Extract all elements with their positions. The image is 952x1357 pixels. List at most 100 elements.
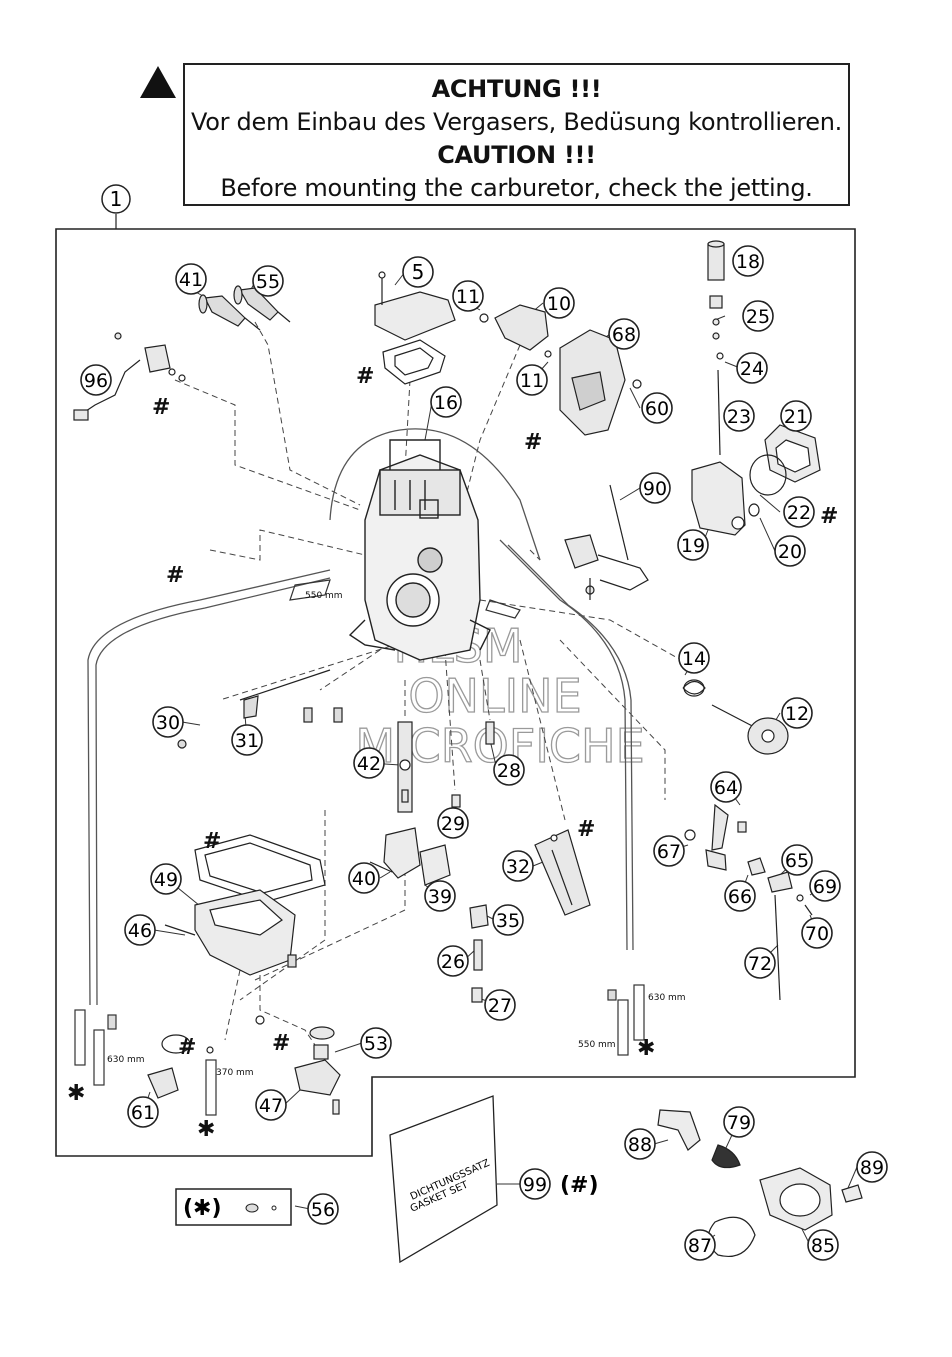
part-callout-number: 90 — [643, 478, 667, 500]
part-callout-25: 25 — [742, 300, 774, 332]
caution-heading-de: ACHTUNG !!! — [431, 75, 602, 103]
part-callout-41: 41 — [175, 263, 207, 295]
gasket-set-99: DICHTUNGSSATZ GASKET SET (#) — [389, 1095, 599, 1264]
part-callout-11: 11 — [516, 364, 548, 396]
part-callout-number: 28 — [497, 760, 521, 782]
part-callout-number: 69 — [813, 876, 837, 898]
part-callout-number: 64 — [714, 777, 738, 799]
dim-550-right: 550 mm — [578, 1040, 616, 1050]
assembly-callout: 1 — [101, 184, 131, 214]
marker-box-label: (✱) — [183, 1196, 222, 1221]
part-callout-19: 19 — [677, 529, 709, 561]
part-callout-35: 35 — [492, 904, 524, 936]
hash-mark: # — [524, 430, 542, 455]
part-callout-number: 42 — [357, 753, 381, 775]
assembly-frame — [55, 228, 856, 1157]
hot-start-90 — [564, 484, 649, 600]
main-jet-35 — [469, 904, 489, 1003]
intake-parts — [657, 1109, 863, 1257]
part-callout-number: 87 — [688, 1235, 712, 1257]
part-callout-number: 5 — [412, 260, 425, 284]
part-callout-number: 21 — [784, 406, 808, 428]
part-callout-number: 11 — [456, 286, 480, 308]
part-callout-79: 79 — [723, 1106, 755, 1138]
part-callout-number: 27 — [488, 995, 512, 1017]
part-callout-46: 46 — [124, 914, 156, 946]
dimension-labels: 550 mm 630 mm 550 mm 630 mm 370 mm — [107, 591, 686, 1078]
part-callout-number: 89 — [860, 1157, 884, 1179]
bracket-10-cover-68 — [479, 304, 642, 436]
part-callout-21: 21 — [780, 400, 812, 432]
star-mark: ✱ — [197, 1117, 215, 1142]
dashed-leaders — [174, 321, 691, 1061]
part-callout-number: 32 — [506, 856, 530, 878]
part-callout-85: 85 — [807, 1229, 839, 1261]
caution-text-en: Before mounting the carburetor, check th… — [220, 174, 813, 202]
hash-mark: # — [272, 1031, 290, 1056]
part-callout-number: 70 — [805, 923, 829, 945]
float-bowl-49 — [164, 834, 326, 976]
part-callout-27: 27 — [484, 989, 516, 1021]
part-callout-22: 22 — [783, 496, 815, 528]
dim-370: 370 mm — [216, 1068, 254, 1078]
part-callout-70: 70 — [801, 917, 833, 949]
part-callout-number: 61 — [131, 1102, 155, 1124]
part-callout-14: 14 — [678, 642, 710, 674]
part-callout-16: 16 — [430, 386, 462, 418]
reference-marks: # # # # # # # # # ✱ ✱ ✱ — [67, 364, 838, 1142]
hash-mark: # — [203, 829, 221, 854]
part-callout-12: 12 — [781, 697, 813, 729]
part-callout-53: 53 — [360, 1027, 392, 1059]
dim-550-left: 550 mm — [305, 591, 343, 601]
part-callout-90: 90 — [639, 472, 671, 504]
part-callout-42: 42 — [353, 747, 385, 779]
part-callout-61: 61 — [127, 1096, 159, 1128]
svg-text:1: 1 — [110, 187, 123, 211]
part-callout-26: 26 — [437, 945, 469, 977]
hash-mark: # — [577, 817, 595, 842]
bowl-plug-47-61 — [147, 1015, 341, 1115]
part-callout-number: 40 — [352, 868, 376, 890]
pump-housing-19 — [691, 424, 821, 536]
carburetor-body — [348, 439, 491, 661]
part-callout-39: 39 — [424, 880, 456, 912]
hash-mark: # — [356, 364, 374, 389]
part-callout-64: 64 — [710, 771, 742, 803]
dim-630-right: 630 mm — [648, 993, 686, 1003]
part-callout-47: 47 — [255, 1089, 287, 1121]
choke-parts — [684, 803, 813, 1001]
hoses — [87, 428, 634, 1006]
caution-text-de: Vor dem Einbau des Vergasers, Bedüsung k… — [191, 108, 842, 136]
part-callout-67: 67 — [653, 835, 685, 867]
hash-mark: # — [166, 563, 184, 588]
part-callout-11: 11 — [452, 280, 484, 312]
part-callout-99: 99 — [519, 1168, 551, 1200]
hash-mark: # — [178, 1035, 196, 1060]
dim-630-left: 630 mm — [107, 1055, 145, 1065]
part-callout-28: 28 — [493, 754, 525, 786]
part-callout-number: 66 — [728, 886, 752, 908]
float-40-39 — [369, 827, 451, 886]
caution-heading-en: CAUTION !!! — [437, 141, 596, 169]
caution-box: ACHTUNG !!! Vor dem Einbau des Vergasers… — [183, 63, 850, 206]
part-callout-23: 23 — [723, 400, 755, 432]
part-callout-number: 56 — [311, 1199, 335, 1221]
part-callout-68: 68 — [608, 318, 640, 350]
pump-parts — [707, 240, 725, 456]
hose-ends — [74, 579, 645, 1116]
fuel-screw-32 — [534, 829, 591, 916]
part-callout-65: 65 — [781, 844, 813, 876]
part-callout-number: 46 — [128, 920, 152, 942]
part-callout-24: 24 — [736, 352, 768, 384]
part-callout-89: 89 — [856, 1151, 888, 1183]
part-callout-number: 39 — [428, 886, 452, 908]
part-callout-number: 26 — [441, 951, 465, 973]
part-callout-number: 12 — [785, 703, 809, 725]
part-callout-29: 29 — [437, 807, 469, 839]
star-mark: ✱ — [67, 1081, 85, 1106]
idle-screws-30-31 — [177, 669, 343, 749]
part-callout-number: 18 — [736, 251, 760, 273]
part-callout-number: 99 — [523, 1174, 547, 1196]
